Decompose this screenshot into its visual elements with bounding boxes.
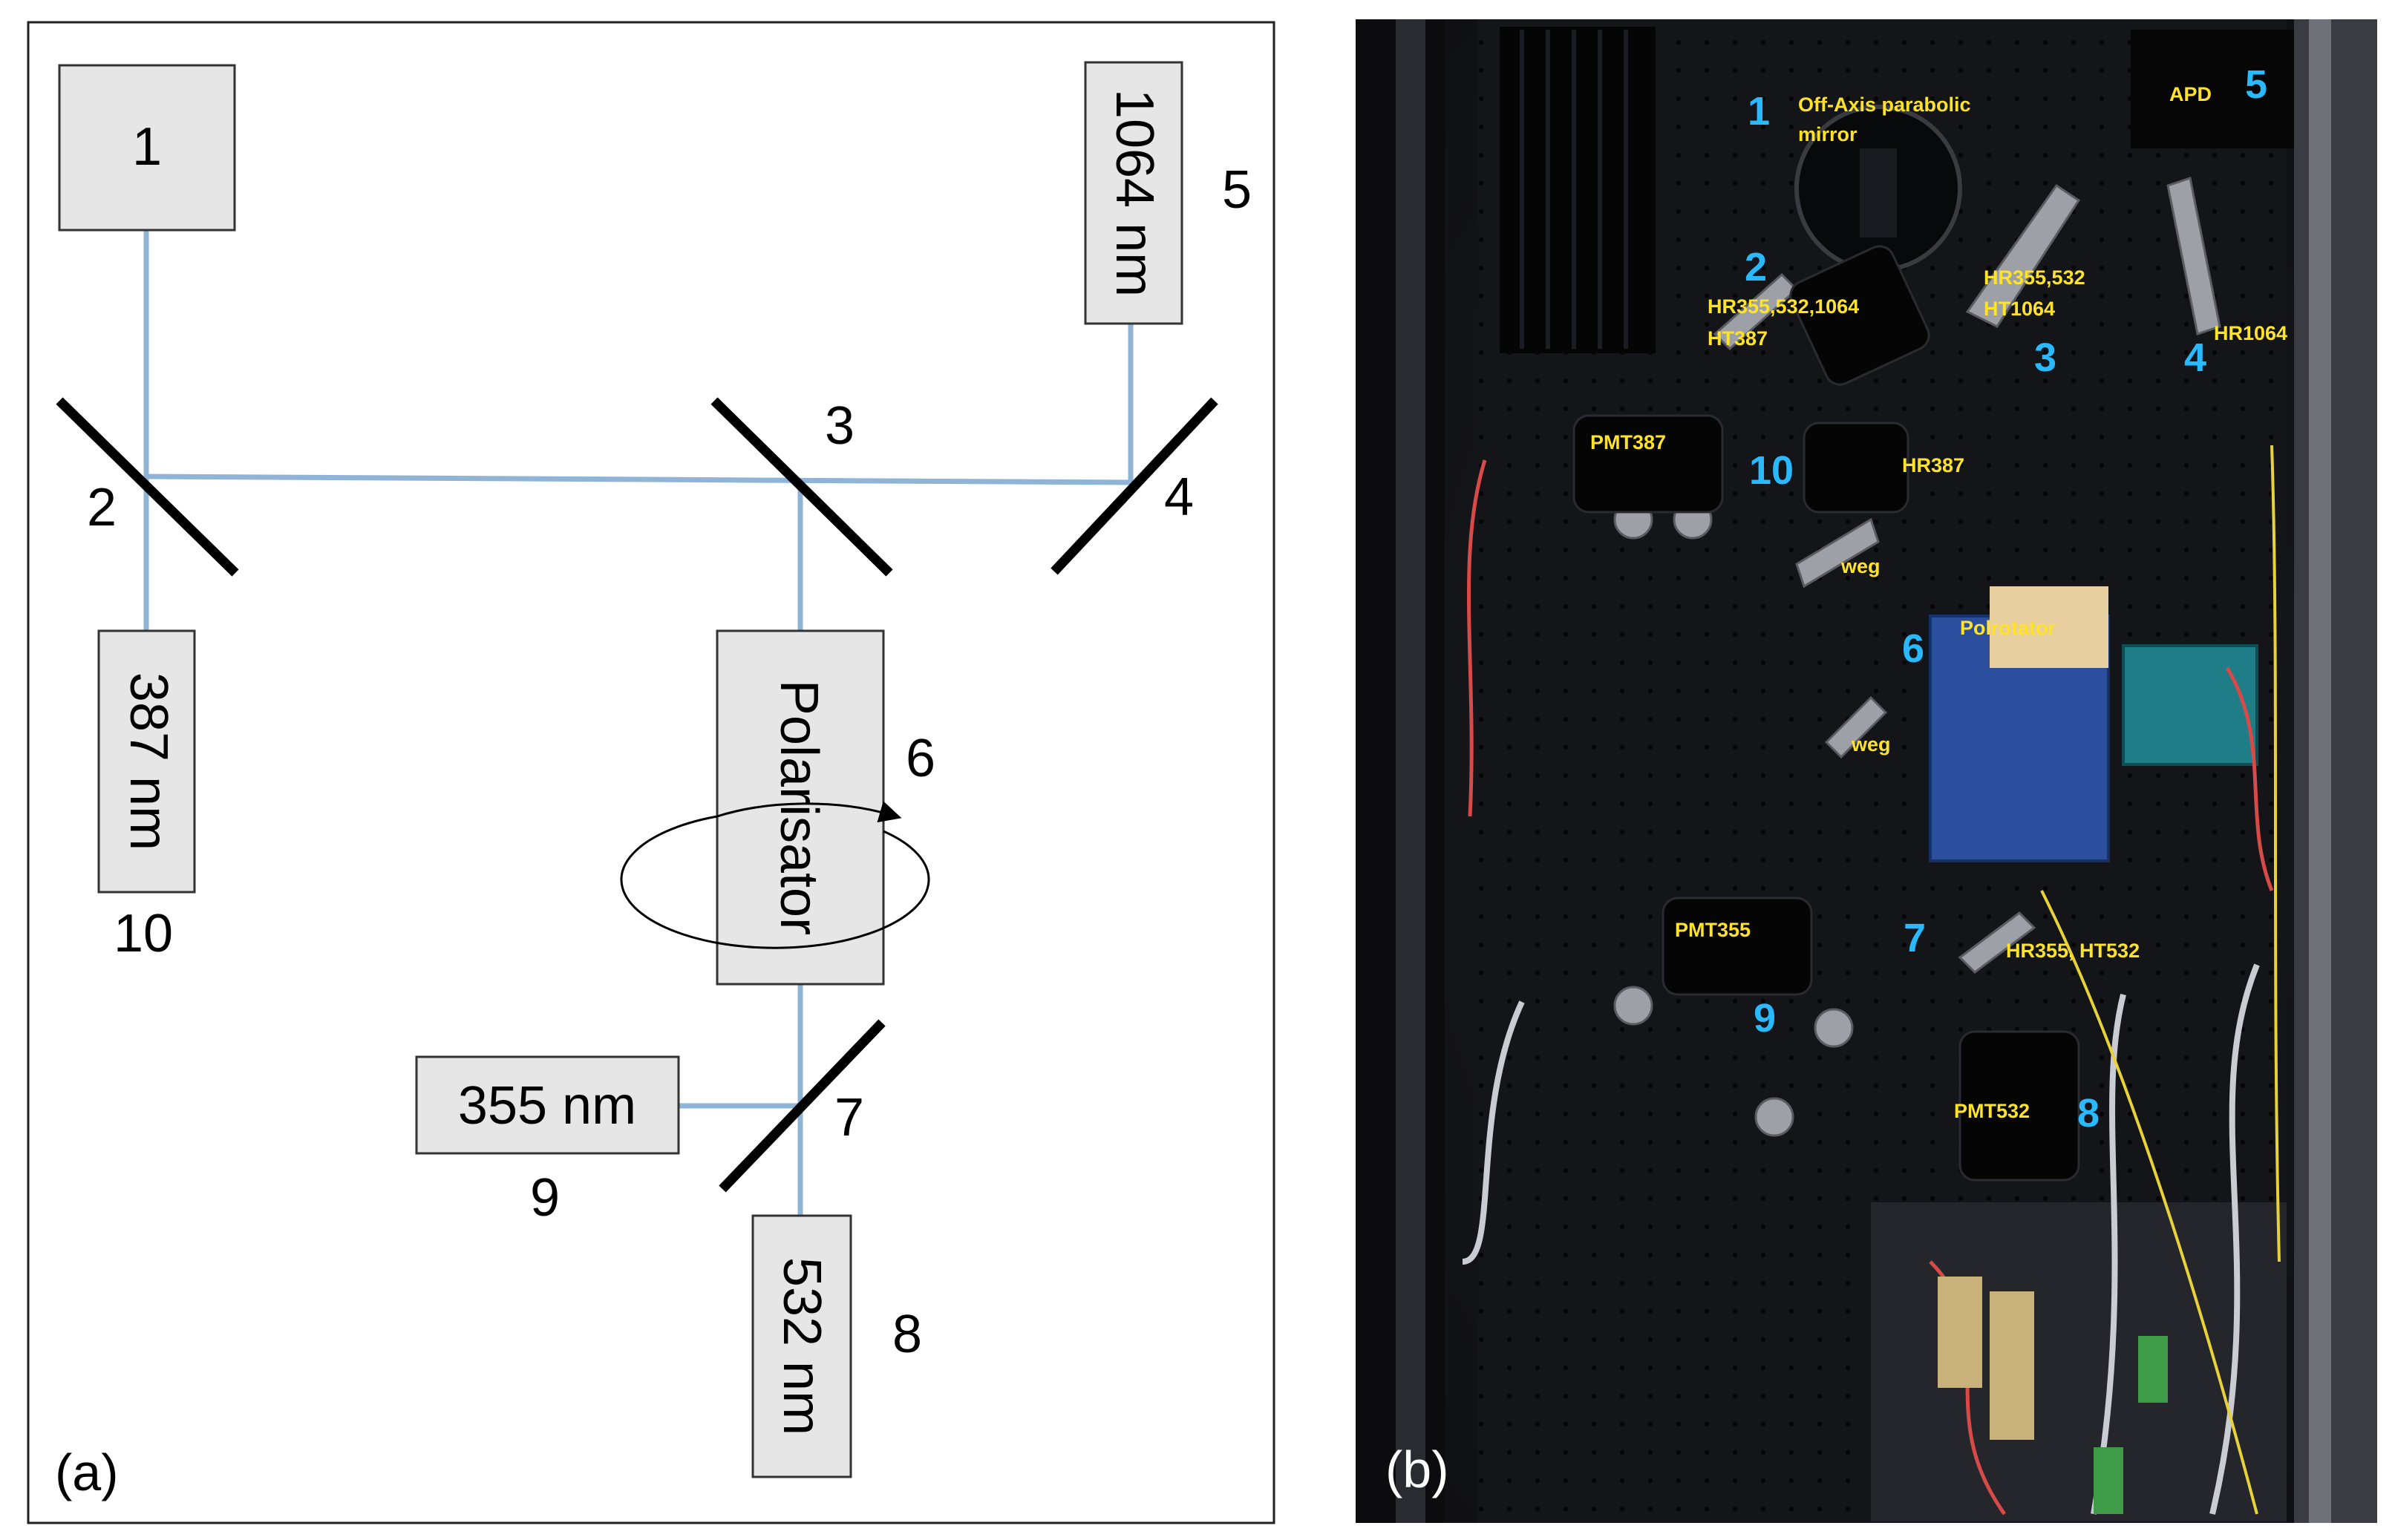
label-hr1064: HR1064	[2214, 322, 2287, 344]
box-355nm	[415, 1055, 680, 1155]
label-off-axis-2: mirror	[1798, 123, 1857, 145]
num-b-6: 6	[1902, 626, 1924, 671]
num-b-9: 9	[1754, 996, 1776, 1041]
num-b-2: 2	[1745, 245, 1767, 289]
num-a-10: 10	[114, 904, 173, 963]
num-b-3: 3	[2034, 335, 2056, 380]
label-weg-1: weg	[1840, 555, 1881, 577]
num-a-5: 5	[1222, 160, 1252, 220]
num-a-7: 7	[834, 1088, 864, 1147]
label-weg-2: weg	[1851, 733, 1891, 756]
box-355nm-label: 355 nm	[458, 1076, 636, 1136]
label-hr3-2: HT1064	[1984, 298, 2055, 320]
num-a-6: 6	[906, 729, 935, 788]
label-polrotator: Polrotator	[1960, 617, 2056, 639]
num-b-10: 10	[1749, 448, 1794, 493]
num-a-3: 3	[825, 396, 855, 456]
label-pmt355: PMT355	[1675, 919, 1751, 941]
cables	[1462, 963, 2260, 1515]
terminal-block-area	[1871, 1202, 2287, 1521]
cabinet-right-rail	[2294, 19, 2377, 1523]
box-532nm-label: 532 nm	[772, 1257, 831, 1435]
rotation-arrow	[620, 815, 930, 949]
num-a-9: 9	[530, 1168, 560, 1228]
box-387nm	[97, 629, 196, 894]
heatsink	[1500, 27, 1656, 353]
box-polarisator-label: Polarisator	[769, 680, 829, 935]
panel-b-photo: Off-Axis parabolic mirror APD HR355,532,…	[1356, 19, 2377, 1523]
box-1	[58, 64, 236, 232]
pmt355-tube	[1662, 897, 1813, 996]
mirror-4	[1051, 397, 1218, 575]
label-apd: APD	[2169, 83, 2212, 105]
label-hr7: HR355, HT532	[2006, 940, 2140, 962]
num-b-5: 5	[2245, 62, 2267, 107]
label-hr2-1: HR355,532,1064	[1708, 295, 1859, 318]
cabinet-right-edge	[2309, 19, 2331, 1523]
panel-a-label: (a)	[55, 1444, 119, 1501]
box-1064nm-label: 1064 nm	[1105, 89, 1164, 297]
label-hr2-2: HT387	[1708, 327, 1768, 350]
num-a-2: 2	[87, 478, 117, 537]
box-532nm	[751, 1214, 852, 1478]
label-off-axis-1: Off-Axis parabolic	[1798, 94, 1971, 116]
cabinet-left-edge	[1396, 19, 1425, 1523]
panel-a-frame	[27, 21, 1275, 1524]
pmt532-tube	[1958, 1030, 2080, 1182]
mirror-3	[710, 397, 893, 577]
driver-module	[2122, 644, 2258, 766]
num-b-4: 4	[2184, 335, 2206, 380]
box-1064nm	[1084, 61, 1183, 325]
rotation-arrow-back	[716, 801, 902, 823]
mirror10-mount	[1803, 422, 1909, 514]
label-pmt532: PMT532	[1954, 1100, 2030, 1122]
beam-paths	[143, 230, 1134, 1216]
box-1-label: 1	[132, 117, 162, 177]
label-hr3-1: HR355,532	[1984, 266, 2085, 289]
pmt387-tube	[1572, 414, 1724, 514]
mirror2-mount	[1789, 245, 1930, 386]
box-387nm-label: 387 nm	[119, 672, 178, 851]
num-a-8: 8	[892, 1305, 922, 1364]
num-b-8: 8	[2077, 1091, 2100, 1136]
apd-housing	[2131, 30, 2294, 148]
label-hr387: HR387	[1902, 454, 1964, 476]
panel-b-label: (b)	[1385, 1441, 1449, 1498]
num-b-7: 7	[1904, 916, 1926, 960]
label-pmt387: PMT387	[1590, 431, 1666, 453]
num-a-4: 4	[1164, 468, 1194, 527]
mirror-2	[56, 397, 239, 577]
num-b-1: 1	[1748, 89, 1770, 134]
optical-mounts	[1613, 177, 2221, 1137]
panel-a-schematic: 1 387 nm 1064 nm Polarisator 355 nm 532 …	[27, 21, 1275, 1524]
mirror-7	[719, 1019, 886, 1193]
